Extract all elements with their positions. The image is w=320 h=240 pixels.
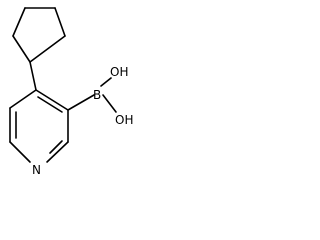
cyclopentyl-bond [29,61,37,91]
bond [54,7,66,37]
nitrogen-atom-label: N [32,163,41,177]
molecule-structure: N B OH OH [9,7,133,177]
double-bond-line [49,140,63,154]
hydroxyl-top-label: OH [110,65,128,79]
carbon-boron-bond [67,94,95,111]
bond [35,89,69,111]
bond [9,141,31,163]
bond [12,7,26,37]
bond [29,35,66,63]
boron-oh-bond-top [100,77,112,87]
cyclopentane-ring [12,7,66,63]
boron-oh-bond-bottom [102,94,117,113]
hydroxyl-bottom-label: OH [115,113,133,127]
boron-atom-label: B [93,88,101,102]
double-bond-line [37,96,63,113]
bond [12,35,31,63]
bond [46,141,69,163]
bond [9,89,37,109]
pyridine-ring [9,89,69,163]
